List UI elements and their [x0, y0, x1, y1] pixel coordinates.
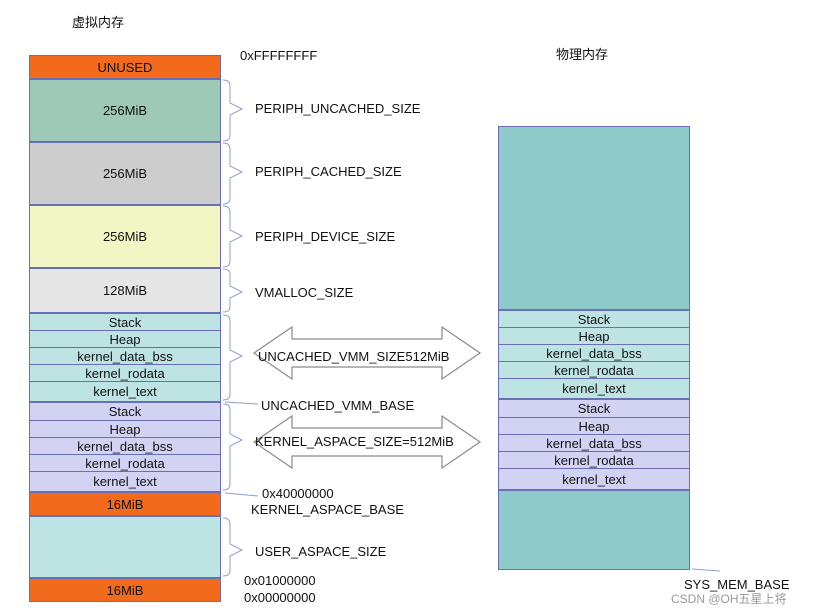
unused-block: UNUSED	[29, 55, 221, 79]
label-kernel-aspace-base: KERNEL_ASPACE_BASE	[251, 502, 404, 517]
virtual-uncached-region: Stack Heap kernel_data_bss kernel_rodata…	[29, 313, 221, 402]
list-item: kernel_data_bss	[499, 345, 689, 362]
list-item: kernel_rodata	[499, 452, 689, 469]
bracket-user-aspace	[222, 517, 244, 577]
list-item: kernel_rodata	[499, 362, 689, 379]
pointer-kernel-aspace-base	[224, 492, 259, 497]
bracket-periph-uncached	[222, 79, 244, 142]
vmalloc-block: 128MiB	[29, 268, 221, 313]
list-item: Stack	[30, 403, 220, 421]
bracket-uncached-vmm	[222, 314, 244, 401]
virtual-kernel-region: Stack Heap kernel_data_bss kernel_rodata…	[29, 402, 221, 492]
unused-label: UNUSED	[97, 59, 153, 75]
periph-cached-block: 256MiB	[29, 142, 221, 205]
bracket-kernel-aspace	[222, 403, 244, 491]
label-uncached-vmm-size: UNCACHED_VMM_SIZE512MiB	[258, 349, 450, 364]
label-kernel-aspace-size: KERNEL_ASPACE_SIZE=512MiB	[255, 434, 454, 449]
list-item: Stack	[30, 314, 220, 331]
list-item: kernel_text	[562, 471, 626, 487]
physical-kernel-region: Stack Heap kernel_data_bss kernel_rodata…	[498, 399, 690, 490]
list-item: kernel_text	[93, 474, 157, 489]
user-16mib-label: 16MiB	[106, 582, 144, 598]
address-user-top: 0x01000000	[244, 573, 316, 588]
periph-device-block: 256MiB	[29, 205, 221, 268]
user-16mib-block: 16MiB	[29, 578, 221, 602]
list-item: Heap	[30, 331, 220, 348]
label-uncached-vmm-base: UNCACHED_VMM_BASE	[261, 398, 415, 413]
list-item: Heap	[30, 421, 220, 438]
bracket-periph-device	[222, 205, 244, 268]
kernel-16mib-label: 16MiB	[106, 496, 144, 512]
list-item: kernel_data_bss	[30, 348, 220, 365]
list-item: Heap	[499, 328, 689, 345]
physical-bottom-block	[498, 490, 690, 570]
bracket-vmalloc	[222, 268, 244, 313]
bracket-periph-cached	[222, 142, 244, 205]
physical-memory-title: 物理内存	[556, 47, 609, 62]
label-periph-device-size: PERIPH_DEVICE_SIZE	[255, 229, 396, 244]
double-arrow-kernel	[252, 414, 482, 470]
list-item: Stack	[499, 311, 689, 328]
kernel-16mib-block: 16MiB	[29, 492, 221, 516]
list-item: Heap	[499, 418, 689, 435]
label-user-aspace-size: USER_ASPACE_SIZE	[255, 544, 387, 559]
pointer-uncached-vmm-base	[224, 401, 259, 405]
list-item: kernel_text	[93, 384, 157, 399]
periph-cached-size-label: 256MiB	[102, 166, 148, 181]
label-periph-uncached-size: PERIPH_UNCACHED_SIZE	[255, 101, 421, 116]
physical-top-block	[498, 126, 690, 310]
label-vmalloc-size: VMALLOC_SIZE	[255, 285, 354, 300]
address-kernel-base: 0x40000000	[262, 486, 334, 501]
physical-uncached-region: Stack Heap kernel_data_bss kernel_rodata…	[498, 310, 690, 399]
watermark: CSDN @OH五星上将	[671, 592, 787, 606]
address-zero: 0x00000000	[244, 590, 316, 605]
list-item: kernel_data_bss	[499, 435, 689, 452]
periph-uncached-block: 256MiB	[29, 79, 221, 142]
list-item: kernel_rodata	[30, 365, 220, 382]
pointer-sys-mem-base	[691, 568, 721, 572]
periph-device-size-label: 256MiB	[102, 229, 148, 244]
list-item: Stack	[499, 400, 689, 418]
vmalloc-size-label: 128MiB	[102, 283, 148, 298]
double-arrow-uncached	[252, 325, 482, 381]
address-top: 0xFFFFFFFF	[240, 48, 318, 63]
user-aspace-block	[29, 516, 221, 578]
list-item: kernel_text	[562, 381, 626, 396]
list-item: kernel_rodata	[30, 455, 220, 472]
periph-uncached-size-label: 256MiB	[102, 103, 148, 118]
list-item: kernel_data_bss	[30, 438, 220, 455]
label-sys-mem-base: SYS_MEM_BASE	[684, 577, 790, 592]
label-periph-cached-size: PERIPH_CACHED_SIZE	[255, 164, 402, 179]
virtual-memory-title: 虚拟内存	[72, 15, 125, 30]
